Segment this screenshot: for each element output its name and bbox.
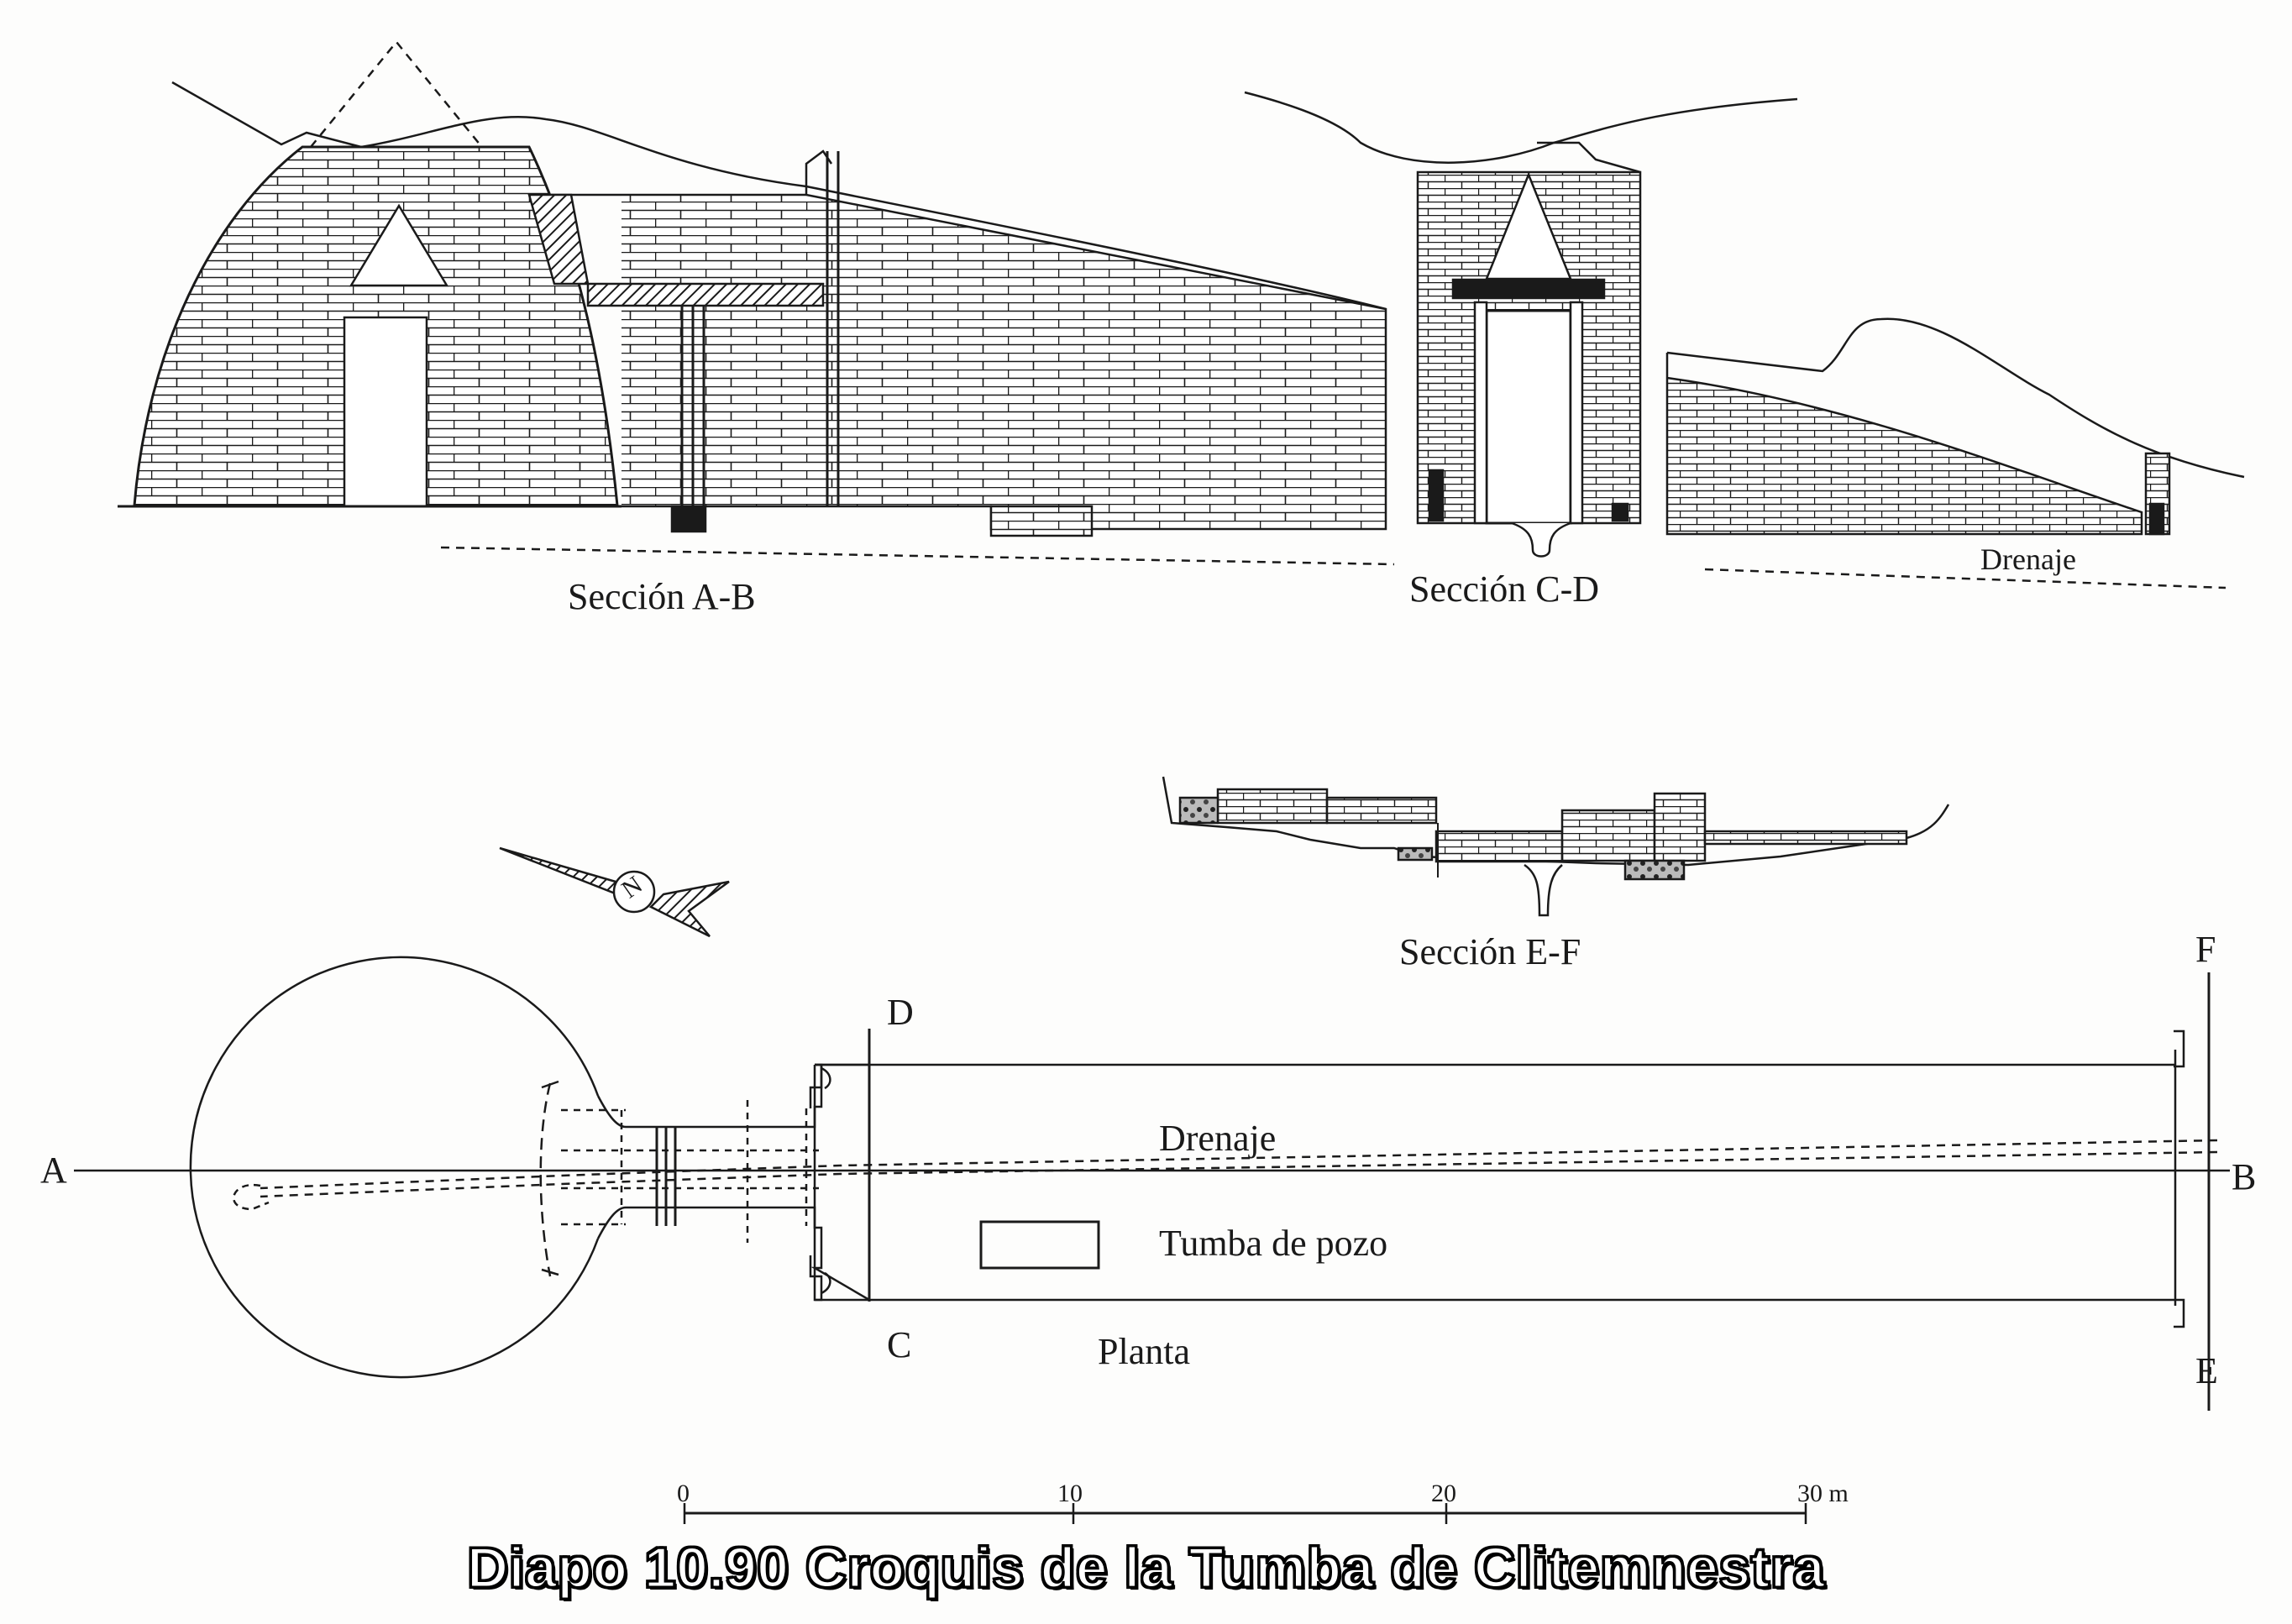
scale-tick-0: 0 [677, 1480, 690, 1507]
point-c-label: C [887, 1324, 912, 1365]
plan-drawing [74, 956, 2230, 1411]
point-f-label: F [2195, 929, 2216, 970]
scale-tick-10: 10 [1057, 1480, 1083, 1507]
drain-section-label: Drenaje [1980, 542, 2076, 576]
section-ab-drawing [118, 40, 1395, 566]
point-b-label: B [2232, 1156, 2257, 1197]
section-ef-drawing [1162, 776, 1950, 917]
scale-tick-30: 30 m [1797, 1480, 1849, 1507]
section-cd-label: Sección C-D [1409, 568, 1600, 610]
point-d-label: D [887, 992, 914, 1033]
scale-bar [683, 1503, 1807, 1524]
compass-icon [499, 846, 730, 938]
plan-drain-label: Drenaje [1159, 1118, 1277, 1159]
section-ab-label: Sección A-B [568, 576, 756, 617]
slide-caption: Diapo 10.90 Croquis de la Tumba de Clite… [466, 1535, 1826, 1601]
drain-section-drawing [1665, 317, 2245, 589]
shaft-tomb-label: Tumba de pozo [1159, 1223, 1388, 1264]
section-ef-label: Sección E-F [1399, 931, 1581, 972]
plan-title: Planta [1098, 1331, 1190, 1372]
point-e-label: E [2195, 1350, 2218, 1391]
point-a-label: A [40, 1150, 67, 1191]
scale-tick-20: 20 [1431, 1480, 1456, 1507]
section-cd-drawing [1244, 91, 1798, 558]
